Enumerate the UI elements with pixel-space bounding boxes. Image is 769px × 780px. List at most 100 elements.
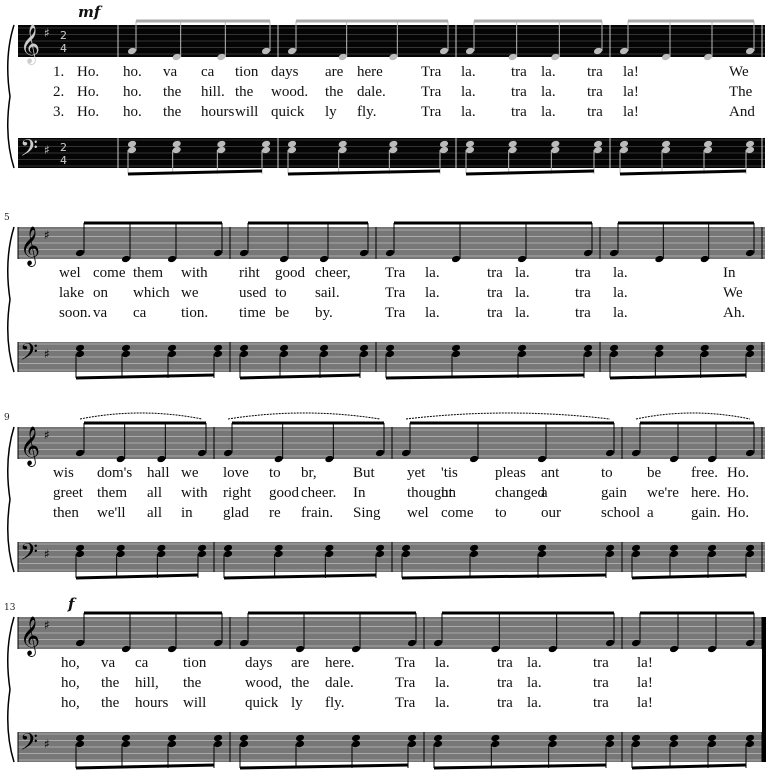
lyric-syllable: tra [575,285,591,301]
lyric-syllable: all [147,505,162,521]
lyric-syllable: tra [511,104,527,120]
lyric-syllable: 2. [53,84,65,100]
lyric-syllable: And [729,104,755,120]
lyric-syllable: quick [245,695,279,711]
lyric-syllable: Ho. [727,505,750,521]
lyric-syllable: Tra [385,285,406,301]
lyric-syllable: la. [515,305,530,321]
lyric-syllable: the [183,675,202,691]
lyric-syllable: la. [461,104,476,120]
lyric-syllable: soon. [59,305,92,321]
lyric-syllable: tra [497,695,513,711]
notation-svg: 𝄞𝄢♯♯ [7,412,765,580]
lyric-syllable: hill, [135,675,159,691]
lyric-syllable: the [291,675,310,691]
treble-clef-icon: 𝄞 [20,426,40,467]
lyric-syllable: Ho. [727,485,750,501]
lyric-syllable: cheer, [315,265,351,281]
lyric-syllable: la. [515,265,530,281]
lyric-syllable: lake [59,285,84,301]
treble-clef-icon: 𝄞 [20,226,40,267]
lyric-syllable: are [291,655,310,671]
lyric-syllable: la. [527,675,542,691]
lyric-syllable: la! [623,84,639,100]
lyric-syllable: la. [613,265,628,281]
lyric-syllable: wood, [245,675,283,691]
lyric-syllable: the [101,695,120,711]
lyric-syllable: 3. [53,104,65,120]
sharp-icon: ♯ [44,26,50,40]
lyric-syllable: tra [593,695,609,711]
dynamic-marking: mf [78,3,101,21]
lyric-syllable: the [325,84,344,100]
lyric-syllable: used [239,285,267,301]
lyric-syllable: them [133,265,163,281]
lyric-syllable: will [183,695,207,711]
lyric-syllable: in [181,505,193,521]
lyric-syllable: dale. [357,84,386,100]
lyric-syllable: tra [575,305,591,321]
lyric-syllable: tra [587,64,603,80]
lyric-syllable: tra [497,675,513,691]
lyric-syllable: all [147,485,162,501]
treble-clef-icon: 𝄞 [20,24,40,65]
time-sig-bottom: 4 [60,154,67,167]
lyric-syllable: la. [425,305,440,321]
lyric-syllable: with [181,485,208,501]
lyric-syllable: ca [133,305,147,321]
lyric-syllable: we'll [97,505,126,521]
sharp-icon: ♯ [44,143,50,157]
lyric-syllable: gain. [691,505,721,521]
lyric-syllable: here. [691,485,721,501]
lyric-syllable: va [93,305,108,321]
lyric-syllable: la. [527,655,542,671]
lyric-syllable: to [275,285,287,301]
lyric-syllable: la! [623,104,639,120]
lyric-syllable: re [269,505,281,521]
lyric-syllable: here. [325,655,355,671]
lyric-syllable: to [601,465,613,481]
lyric-syllable: va [101,655,116,671]
lyric-syllable: la. [527,695,542,711]
lyric-syllable: We [729,64,749,80]
lyric-syllable: hours [135,695,169,711]
lyric-syllable: hours [201,104,235,120]
bass-clef-icon: 𝄢 [20,538,38,571]
lyric-syllable: un [441,485,456,501]
lyric-syllable: be [647,465,662,481]
lyric-syllable: la. [613,285,628,301]
lyric-syllable: be [275,305,290,321]
lyric-syllable: tra [511,64,527,80]
lyric-syllable: cheer. [301,485,337,501]
lyric-syllable: fly. [325,695,345,711]
lyric-syllable: our [541,505,561,521]
lyric-syllable: school [601,505,641,521]
lyric-syllable: la. [515,285,530,301]
lyric-syllable: come [93,265,126,281]
lyric-syllable: ho, [61,695,80,711]
sharp-icon: ♯ [44,737,50,751]
lyric-syllable: quick [271,104,305,120]
lyric-syllable: will [235,104,259,120]
lyric-syllable: Tra [395,695,416,711]
lyric-syllable: ly [291,695,303,711]
lyric-syllable: thought [407,485,453,501]
lyric-syllable: Ah. [723,305,746,321]
lyric-syllable: ho, [61,675,80,691]
lyric-syllable: hall [147,465,170,481]
treble-clef-icon: 𝄞 [20,616,40,657]
lyric-syllable: a [541,485,548,501]
lyric-syllable: la. [425,285,440,301]
lyric-syllable: la. [613,305,628,321]
sharp-icon: ♯ [44,428,50,442]
lyric-syllable: la. [435,675,450,691]
lyric-syllable: la! [637,675,653,691]
lyric-syllable: la. [425,265,440,281]
